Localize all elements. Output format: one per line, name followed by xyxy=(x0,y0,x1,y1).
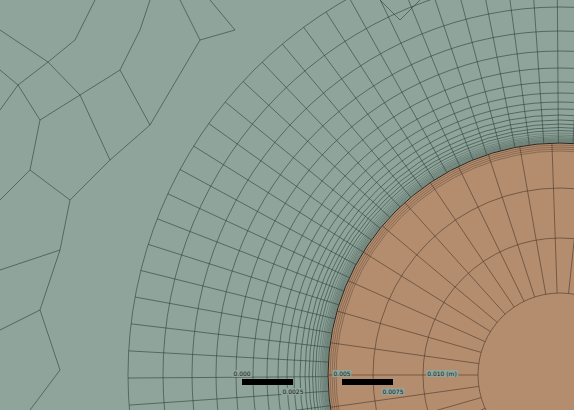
mesh-ring xyxy=(305,120,574,410)
mesh-radial xyxy=(132,406,330,410)
mesh-radial xyxy=(304,27,423,188)
scale-label: 0.0075 xyxy=(382,388,405,395)
mesh-radial xyxy=(476,0,515,147)
mesh-ring xyxy=(327,142,574,410)
mesh-ring xyxy=(278,93,574,410)
far-field-mesh-line xyxy=(380,0,420,20)
mesh-radial xyxy=(530,0,544,144)
solid-mesh-radial xyxy=(382,226,497,322)
mesh-radial xyxy=(573,0,574,143)
scale-bar xyxy=(393,379,442,385)
mesh-radial xyxy=(243,81,390,217)
mesh-ring xyxy=(325,140,574,410)
solid-mesh-radial xyxy=(552,143,557,293)
mesh-radial xyxy=(148,244,339,304)
solid-mesh-radial xyxy=(488,154,534,297)
scale-bar xyxy=(293,379,342,385)
far-field-mesh-line xyxy=(40,62,80,120)
far-field-mesh-line xyxy=(80,0,150,95)
mesh-radial xyxy=(141,270,335,318)
scale-label: 0.0025 xyxy=(282,388,305,395)
mesh-radial xyxy=(225,102,380,228)
solid-mesh-radial xyxy=(348,281,485,342)
mesh-ring xyxy=(309,124,574,410)
solid-mesh-ring xyxy=(330,145,574,410)
mesh-radial xyxy=(282,44,411,197)
scale-bar xyxy=(342,379,393,385)
mesh-radial xyxy=(194,146,364,252)
solid-mesh-radial xyxy=(330,386,479,407)
solid-mesh-radial xyxy=(337,311,481,352)
mesh-ring xyxy=(324,139,574,410)
mesh-radial xyxy=(168,194,350,278)
mesh-ring xyxy=(287,102,574,410)
mesh-radial xyxy=(128,377,328,378)
mesh-radial xyxy=(157,219,343,291)
scale-label: 0.010 (m) xyxy=(426,370,458,377)
mesh-radial xyxy=(209,124,372,240)
mesh-ring xyxy=(316,131,574,410)
solid-mesh-radial xyxy=(337,398,481,410)
mesh-radial xyxy=(450,0,501,151)
solid-mesh-ring xyxy=(332,147,574,410)
scale-bar xyxy=(242,379,293,385)
solid-mesh-ring xyxy=(373,188,574,410)
mesh-ring xyxy=(294,109,574,410)
mesh-ring xyxy=(326,141,574,410)
scale-label: 0.005 xyxy=(332,370,351,377)
far-field-mesh-line xyxy=(200,0,235,40)
solid-cylinder xyxy=(328,143,574,410)
mesh-ring xyxy=(236,51,574,410)
mesh-radial xyxy=(135,297,332,333)
mesh-ring xyxy=(323,138,574,410)
mesh-radial xyxy=(326,12,434,180)
mesh-radial xyxy=(129,351,329,362)
mesh-radial xyxy=(262,62,400,207)
far-field-mesh-line xyxy=(70,95,110,200)
mesh-ring xyxy=(318,133,574,410)
solid-mesh-ring xyxy=(336,151,574,410)
mesh-ring xyxy=(322,137,574,410)
mesh-ring xyxy=(300,115,574,410)
solid-mesh-ring xyxy=(478,293,574,410)
far-field-mesh-line xyxy=(30,310,60,410)
solid-mesh-radial xyxy=(348,408,485,410)
mesh-ring xyxy=(216,31,574,410)
mesh-ring xyxy=(192,7,574,410)
far-field-mesh-line xyxy=(0,30,48,62)
far-field-mesh-line xyxy=(0,0,95,85)
far-field-mesh-line xyxy=(0,170,70,270)
solid-mesh-radial xyxy=(363,252,490,331)
far-field-mesh-line xyxy=(110,70,150,160)
far-field-mesh-line xyxy=(0,85,18,110)
far-field-mesh-line xyxy=(0,85,40,200)
mesh-ring xyxy=(128,0,574,410)
far-field-mesh-line xyxy=(150,0,200,125)
mesh-radial xyxy=(373,0,459,166)
mesh-radial xyxy=(180,170,356,265)
mesh-ring xyxy=(320,135,574,410)
mesh-ring xyxy=(163,0,574,410)
solid-mesh-ring xyxy=(334,149,574,410)
solid-mesh-radial xyxy=(520,147,546,295)
mesh-radial xyxy=(503,0,529,145)
mesh-radial xyxy=(424,0,487,155)
mesh-ring xyxy=(313,128,574,410)
solid-mesh-radial xyxy=(330,343,479,364)
far-field-mesh-line xyxy=(0,250,60,330)
mesh-ring xyxy=(267,82,574,410)
mesh-radial xyxy=(557,0,558,143)
solid-mesh-radial xyxy=(430,183,514,307)
solid-mesh-radial xyxy=(569,144,574,293)
mesh-radial xyxy=(349,0,447,172)
scale-label: 0.000 xyxy=(232,370,251,377)
